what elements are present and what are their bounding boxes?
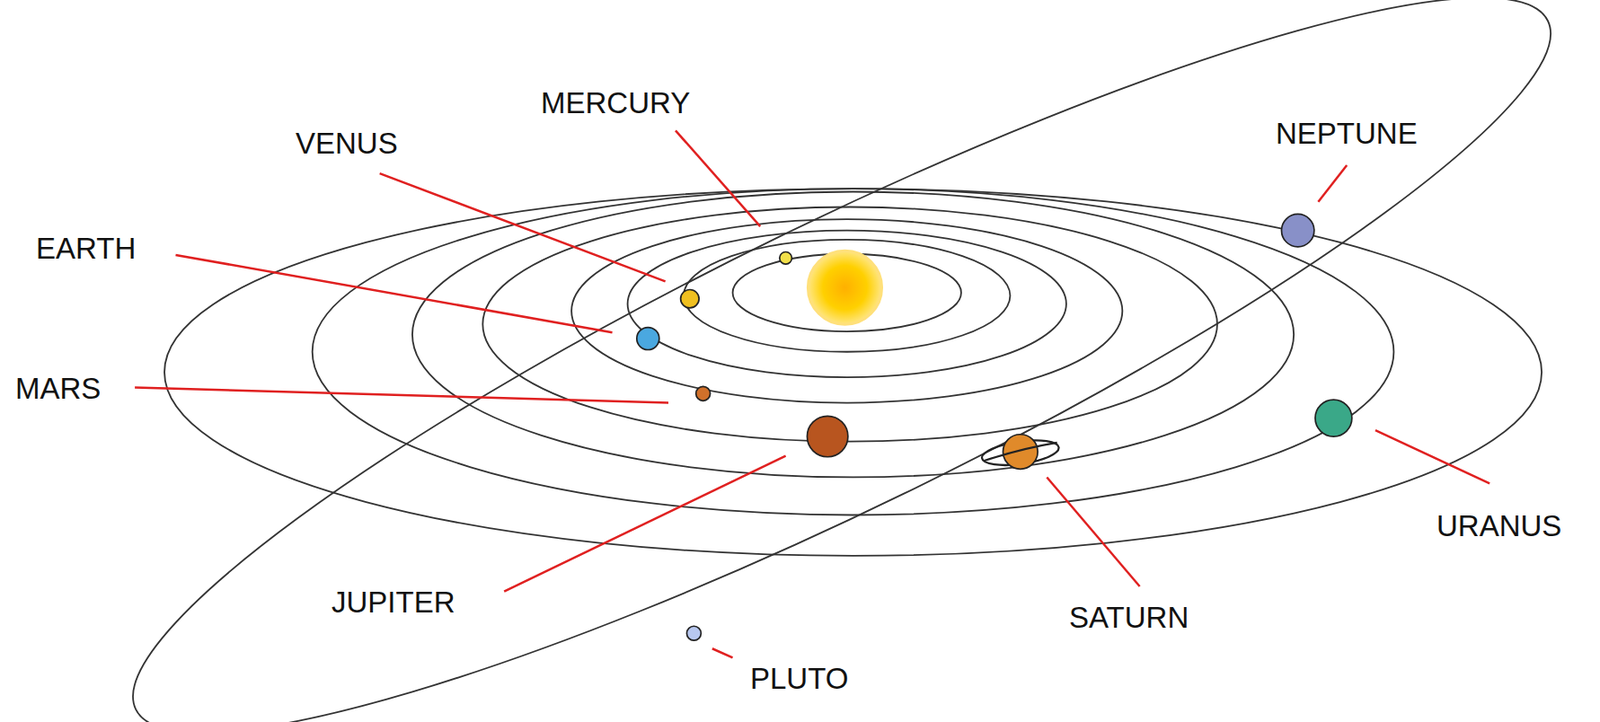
planet-label: MARS: [15, 373, 101, 404]
mercury-planet: [779, 251, 793, 265]
sun: [808, 250, 883, 325]
planet-label: URANUS: [1436, 511, 1562, 541]
pluto-planet: [686, 626, 701, 641]
planet-label: MERCURY: [540, 88, 690, 118]
planet-label: VENUS: [295, 128, 398, 159]
planet-label: SATURN: [1069, 602, 1189, 633]
planet-label: NEPTUNE: [1275, 118, 1418, 149]
orbits: [72, 0, 1600, 722]
planet-label: EARTH: [35, 233, 136, 264]
mars-planet: [696, 386, 711, 401]
leader-lines: [134, 130, 1490, 658]
planet-label: JUPITER: [331, 587, 456, 618]
planet-label: PLUTO: [750, 663, 849, 694]
neptune-planet: [1281, 213, 1315, 247]
jupiter-planet: [806, 415, 848, 457]
venus-planet: [680, 290, 699, 309]
saturn-planet: [980, 434, 1061, 470]
earth-planet: [636, 327, 660, 351]
uranus-planet: [1315, 399, 1353, 437]
